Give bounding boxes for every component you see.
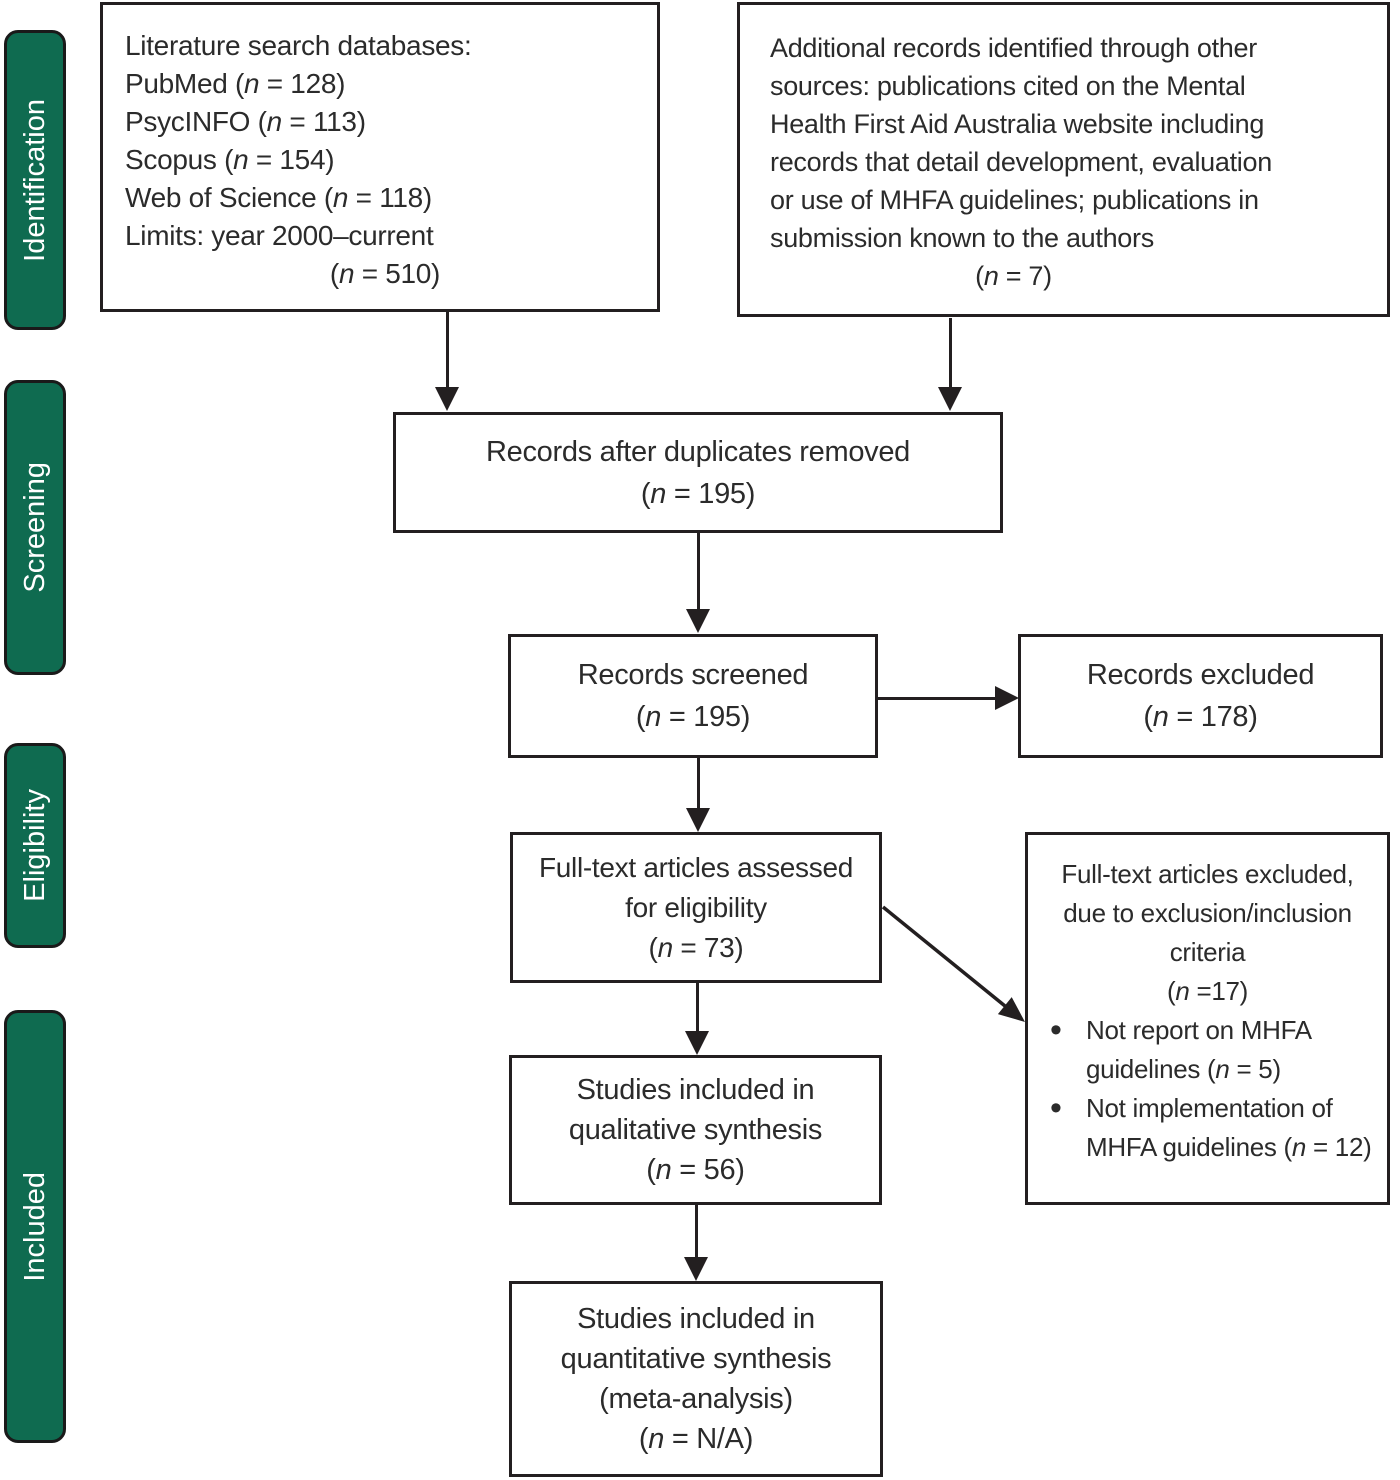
exclusion-reason-list: Not report on MHFA guidelines (n = 5)Not…	[1034, 1011, 1381, 1167]
box-fulltext-excluded: Full-text articles excluded, due to exclu…	[1025, 832, 1390, 1205]
arrow-duplicates-to-screened	[686, 533, 710, 633]
text-line: Studies included in	[577, 1303, 815, 1335]
text-line: Scopus (n = 154)	[125, 144, 335, 175]
box-fulltext-assessed: Full-text articles assessed for eligibili…	[510, 832, 882, 983]
text-line: (n =17)	[1166, 976, 1249, 1006]
box-text: Additional records identified through ot…	[770, 29, 1377, 257]
box-text: Records screened (n = 195)	[578, 654, 809, 738]
text-line: Records excluded	[1086, 659, 1315, 691]
stage-label: Screening	[18, 462, 51, 593]
stage-included: Included	[4, 1010, 66, 1443]
text-line: or use of MHFA guidelines; publications …	[770, 185, 1259, 215]
text-line: Web of Science (n = 118)	[125, 182, 432, 213]
text-line: for eligibility	[625, 891, 767, 923]
box-quantitative-synthesis: Studies included in quantitative synthesi…	[509, 1281, 883, 1477]
text-line: Literature search databases:	[125, 30, 472, 61]
text-line: quantitative synthesis	[560, 1343, 832, 1375]
arrow-fulltext-to-excluded	[881, 905, 1025, 1022]
text-line: qualitative synthesis	[568, 1114, 823, 1146]
text-line: Limits: year 2000–current	[125, 220, 434, 251]
box-literature-search: Literature search databases: PubMed (n = …	[100, 2, 660, 312]
stage-label: Eligibility	[18, 789, 51, 902]
text-line: PsycINFO (n = 113)	[125, 106, 366, 137]
count-total: (n = 7)	[975, 261, 1052, 291]
text-line: sources: publications cited on the Menta…	[770, 71, 1246, 101]
box-records-screened: Records screened (n = 195)	[508, 634, 878, 758]
text-line: (n = 178)	[1143, 701, 1258, 733]
text-line: Records screened	[577, 659, 809, 691]
text-line: Additional records identified through ot…	[770, 33, 1257, 63]
text-line: (meta-analysis)	[599, 1383, 793, 1415]
text-line: (n = 73)	[648, 931, 744, 963]
arrow-screened-to-excluded	[877, 686, 1019, 710]
text-line: Records after duplicates removed	[486, 435, 910, 468]
text-line: records that detail development, evaluat…	[770, 147, 1272, 177]
stage-screening: Screening	[4, 380, 66, 675]
arrow-additional-to-duplicates	[938, 318, 962, 411]
text-line: (n = 195)	[635, 701, 751, 733]
text-line: Studies included in	[576, 1074, 815, 1106]
text-line: Full-text articles excluded,	[1061, 859, 1354, 889]
box-text: Records excluded (n = 178)	[1086, 654, 1315, 738]
text-line: criteria	[1169, 937, 1246, 967]
text-line: due to exclusion/inclusion	[1063, 898, 1352, 928]
stage-identification: Identification	[4, 30, 66, 330]
box-text: Full-text articles excluded, due to exclu…	[1034, 855, 1381, 1011]
box-text: Studies included in qualitative synthesis…	[568, 1070, 823, 1190]
text-line: submission known to the authors	[770, 223, 1154, 253]
box-text: Full-text articles assessed for eligibili…	[539, 848, 853, 968]
text-line: (n = N/A)	[638, 1423, 754, 1455]
count-total: (n = 510)	[329, 258, 441, 289]
stage-label: Identification	[18, 98, 51, 262]
stage-eligibility: Eligibility	[4, 743, 66, 948]
text-line: Not implementation of MHFA guidelines (n…	[1050, 1089, 1381, 1167]
text-line: (n = 56)	[646, 1154, 745, 1186]
box-records-after-duplicates: Records after duplicates removed (n = 195…	[393, 412, 1003, 533]
text-line: (n = 195)	[640, 477, 756, 510]
arrow-literature-to-duplicates	[435, 312, 459, 411]
box-text: Studies included in quantitative synthesi…	[561, 1299, 832, 1459]
box-qualitative-synthesis: Studies included in qualitative synthesis…	[509, 1055, 882, 1205]
box-additional-records: Additional records identified through ot…	[737, 2, 1390, 317]
text-line: Health First Aid Australia website inclu…	[770, 109, 1265, 139]
stage-label: Included	[18, 1171, 51, 1282]
text-line: Full-text articles assessed	[538, 851, 853, 883]
box-text: Literature search databases: PubMed (n = …	[125, 27, 645, 255]
arrow-qualitative-to-quantitative	[684, 1204, 708, 1281]
arrow-screened-to-fulltext	[686, 757, 710, 832]
text-line: PubMed (n = 128)	[125, 68, 346, 99]
box-records-excluded: Records excluded (n = 178)	[1018, 634, 1383, 758]
text-line: Not report on MHFA guidelines (n = 5)	[1050, 1011, 1381, 1089]
arrow-fulltext-to-qualitative	[685, 982, 709, 1055]
box-text: Records after duplicates removed (n = 195…	[486, 431, 910, 515]
